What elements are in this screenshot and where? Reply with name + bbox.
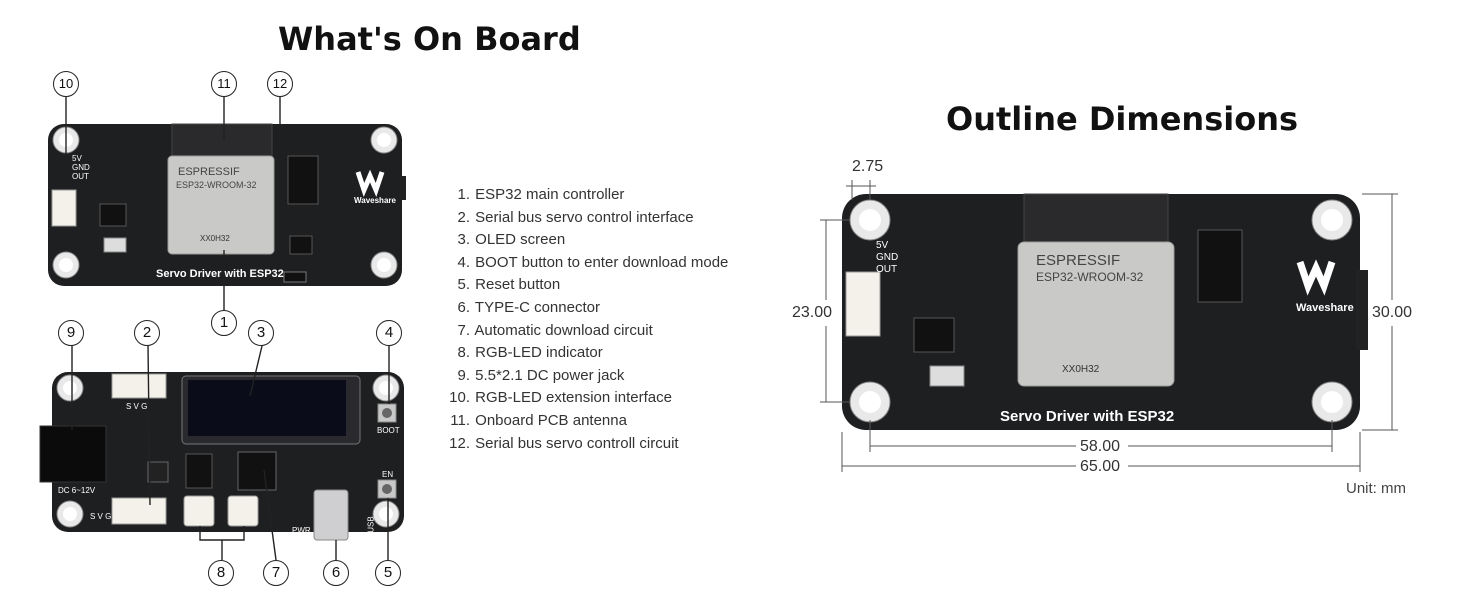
unit-label: Unit: mm	[1346, 480, 1406, 497]
callout-6: 6	[323, 560, 349, 586]
feature-number: 11.	[450, 411, 470, 429]
callout-1: 1	[211, 310, 237, 336]
feature-number: 12.	[449, 434, 470, 452]
dim-logo-text: Waveshare	[1296, 302, 1354, 314]
board-name-text: Servo Driver with ESP32	[156, 268, 284, 280]
waveshare-logo-icon	[1296, 259, 1336, 296]
feature-number: 6.	[457, 298, 470, 316]
feature-text: TYPE-C connector	[474, 298, 600, 316]
dimension-width: 65.00	[1080, 458, 1121, 475]
callout-4: 4	[376, 320, 402, 346]
feature-item: 2. Serial bus servo control interface	[446, 207, 728, 230]
feature-text: 5.5*2.1 DC power jack	[475, 366, 625, 384]
callout-3: 3	[248, 320, 274, 346]
callout-10: 10	[53, 71, 79, 97]
dimension-hole-offset: 2.75	[852, 158, 884, 175]
dim-board-name: Servo Driver with ESP32	[1000, 408, 1175, 425]
feature-text: ESP32 main controller	[475, 186, 625, 203]
feature-text: Onboard PCB antenna	[475, 411, 627, 429]
servo-control-circuit	[287, 155, 319, 205]
en-label: EN	[382, 470, 394, 479]
feature-number: 8.	[457, 344, 470, 362]
feature-item: 1. ESP32 main controller	[446, 184, 728, 207]
feature-text: BOOT button to enter download mode	[475, 253, 729, 271]
feature-item: 5. Reset button	[446, 274, 728, 297]
rgb-led-indicator-2	[227, 495, 259, 527]
module-model-text: ESP32-WROOM-32	[176, 180, 257, 190]
feature-number: 9.	[457, 366, 470, 384]
feature-item: 3. OLED screen	[446, 229, 728, 252]
callout-12: 12	[267, 71, 293, 97]
feature-number: 1.	[457, 186, 470, 203]
feature-item: 8. RGB-LED indicator	[446, 342, 728, 365]
dimension-hole-span-width: 58.00	[1080, 438, 1121, 455]
feature-text: Reset button	[475, 276, 561, 294]
dim-module-brand: ESPRESSIF	[1036, 252, 1121, 269]
feature-item: 10. RGB-LED extension interface	[446, 387, 728, 410]
dc-power-jack	[39, 425, 107, 483]
servo-pins-bottom: S V G	[90, 512, 112, 521]
section-title-outline-dimensions: Outline Dimensions	[946, 100, 1299, 138]
servo-pins-top: S V G	[126, 402, 148, 411]
servo-interface-top	[111, 373, 167, 399]
feature-number: 3.	[457, 231, 470, 249]
servo-interface-bottom	[111, 497, 167, 525]
rgb-led-connector	[51, 189, 77, 227]
feature-item: 9. 5.5*2.1 DC power jack	[446, 365, 728, 388]
feature-number: 5.	[457, 276, 470, 294]
callout-7: 7	[263, 560, 289, 586]
dc-label: DC 6~12V	[58, 486, 96, 495]
dimension-hole-span-height: 23.00	[792, 304, 833, 321]
type-c-connector	[313, 489, 349, 541]
power-label-gnd: GND	[72, 163, 90, 172]
auto-download-circuit	[237, 451, 277, 491]
rgb-led-indicator-1	[183, 495, 215, 527]
callout-8: 8	[208, 560, 234, 586]
esp32-module	[167, 155, 275, 255]
dim-power-out: OUT	[876, 264, 898, 275]
feature-item: 6. TYPE-C connector	[446, 297, 728, 320]
feature-text: Serial bus servo controll circuit	[475, 434, 679, 452]
page-title-whats-on-board: What's On Board	[278, 20, 581, 58]
feature-number: 7.	[457, 321, 470, 339]
power-label-out: OUT	[72, 172, 89, 181]
module-id-text: XX0H32	[200, 234, 230, 243]
feature-text: OLED screen	[475, 231, 566, 249]
dim-module-model: ESP32-WROOM-32	[1036, 270, 1144, 284]
pcb-antenna	[171, 123, 273, 159]
feature-item: 7. Automatic download circuit	[446, 320, 728, 343]
feature-number: 4.	[457, 253, 470, 271]
feature-item: 4. BOOT button to enter download mode	[446, 252, 728, 275]
boot-label: BOOT	[377, 426, 400, 435]
dim-power-5v: 5V	[876, 240, 889, 251]
feature-item: 12. Serial bus servo controll circuit	[446, 433, 728, 456]
logo-text: Waveshare	[354, 196, 396, 205]
feature-item: 11. Onboard PCB antenna	[446, 410, 728, 433]
module-brand-text: ESPRESSIF	[178, 166, 240, 178]
feature-text: Serial bus servo control interface	[475, 208, 694, 226]
callout-2: 2	[134, 320, 160, 346]
feature-text: RGB-LED extension interface	[475, 389, 672, 407]
callout-9: 9	[58, 320, 84, 346]
dim-power-gnd: GND	[876, 252, 899, 263]
callout-11: 11	[211, 71, 237, 97]
feature-text: RGB-LED indicator	[475, 344, 603, 362]
waveshare-logo-icon	[355, 169, 385, 198]
feature-number: 10.	[449, 389, 470, 407]
dim-module-id: XX0H32	[1062, 364, 1100, 375]
feature-number: 2.	[457, 208, 470, 226]
feature-text: Automatic download circuit	[474, 321, 653, 339]
power-label-5v: 5V	[72, 154, 82, 163]
dimension-height: 30.00	[1372, 304, 1413, 321]
callout-5: 5	[375, 560, 401, 586]
pwr-label: PWR	[292, 526, 311, 535]
